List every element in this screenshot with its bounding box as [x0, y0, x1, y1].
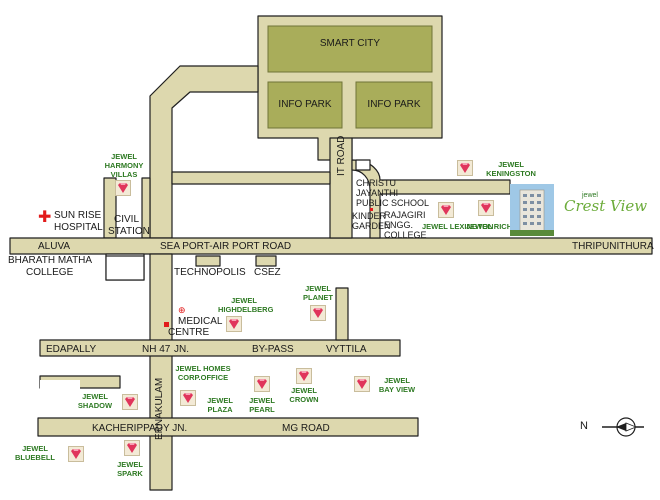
- school-marker: [370, 208, 373, 211]
- bharath-l2: COLLEGE: [26, 267, 74, 278]
- jewel-gem-icon[interactable]: [68, 446, 84, 462]
- jewel-gem-icon[interactable]: [124, 440, 140, 456]
- richmond-label: JEWEL RICHMOND: [466, 222, 536, 231]
- medical-centre-icon: ⊕: [178, 305, 186, 315]
- technopolis-label: TECHNOPOLIS: [174, 267, 246, 278]
- jewel-gem-icon[interactable]: [226, 316, 242, 332]
- bypass-label: BY-PASS: [252, 344, 294, 355]
- jewel-gem-icon[interactable]: [478, 200, 494, 216]
- lexington-label: JEWEL LEXINGTON: [422, 222, 494, 231]
- nh47-label: NH 47: [142, 344, 171, 355]
- sea-port-road: [9, 237, 653, 255]
- medical-marker: [164, 322, 169, 327]
- christu-l2: JAYANTHI: [356, 188, 399, 198]
- technopolis-road: [171, 171, 331, 185]
- sun-rise-l2: HOSPITAL: [54, 222, 103, 233]
- jewel-gem-icon[interactable]: [310, 305, 326, 321]
- it-road-label: IT ROAD: [336, 135, 347, 176]
- info-park-2-block: [355, 81, 433, 129]
- jewel-gem-icon[interactable]: [457, 160, 473, 176]
- jewel-gem-icon[interactable]: [115, 180, 131, 196]
- civil-l1: CIVIL: [114, 214, 140, 225]
- nh47-road: [149, 253, 173, 491]
- it-road: [329, 137, 353, 239]
- civil-station-box: [105, 255, 145, 281]
- rajagiri-l2: ENGG.: [384, 220, 414, 230]
- jewel-gem-icon[interactable]: [438, 202, 454, 218]
- bharath-l1: BHARATH MATHA: [8, 255, 93, 266]
- kacherippady-label: KACHERIPPADY JN.: [92, 423, 188, 434]
- jewel-gem-icon[interactable]: [122, 394, 138, 410]
- kinder-l1: KINDER: [352, 211, 387, 221]
- bypass-road: [39, 339, 401, 357]
- rajagiri-l3: COLLEGE: [384, 230, 427, 240]
- hospital-cross-icon: ✚: [38, 209, 52, 226]
- info-park-1-block: [267, 81, 343, 129]
- mg-road: [37, 417, 419, 437]
- jewel-gem-icon[interactable]: [296, 368, 312, 384]
- jewel-gem-icon[interactable]: [180, 390, 196, 406]
- sun-rise-l1: SUN RISE: [54, 210, 102, 221]
- csez-block: [255, 255, 277, 267]
- smart-city-label: SMART CITY: [319, 38, 381, 49]
- csez-label: CSEZ: [254, 267, 281, 278]
- kinder-l2: GARDEN: [352, 221, 391, 231]
- bottom-block-1: [40, 380, 80, 392]
- jewel-gem-icon[interactable]: [354, 376, 370, 392]
- kinder-stub: [355, 159, 371, 171]
- logo-prefix: jewel: [582, 192, 598, 199]
- jn-label: JN.: [174, 344, 189, 355]
- edapally-label: EDAPALLY: [46, 344, 97, 355]
- crest-view-logo: Crest View: [564, 197, 648, 215]
- vyttila-label: VYTTILA: [326, 344, 367, 355]
- planet-road: [335, 287, 349, 341]
- info-park-1-label: INFO PARK: [278, 99, 332, 110]
- technopolis-block: [195, 255, 221, 267]
- info-park-2-label: INFO PARK: [367, 99, 421, 110]
- north-arrow-icon: [602, 417, 644, 437]
- building-photo: [510, 184, 554, 236]
- smart-city-connector: [149, 65, 259, 239]
- aluva-road: [10, 284, 86, 294]
- christu-l3: PUBLIC SCHOOL: [356, 198, 430, 208]
- christu-l1: CHRISTU: [356, 178, 396, 188]
- jewel-gem-icon[interactable]: [254, 376, 270, 392]
- civil-l2: STATION: [108, 226, 150, 237]
- aluva-label: ALUVA: [38, 241, 71, 252]
- sea-port-road-label: SEA PORT-AIR PORT ROAD: [160, 241, 292, 252]
- north-label: N: [580, 420, 588, 432]
- ernakulam-label: ERNAKULAM: [154, 377, 165, 440]
- edapally-spur: [40, 312, 80, 322]
- rajagiri-l1: RAJAGIRI: [384, 210, 426, 220]
- thripunithura-label: THRIPUNITHURA: [572, 241, 654, 252]
- medical-l2: CENTRE: [168, 327, 210, 338]
- mg-road-label: MG ROAD: [282, 423, 330, 434]
- medical-l1: MEDICAL: [178, 316, 223, 327]
- smart-city-block: [267, 25, 433, 73]
